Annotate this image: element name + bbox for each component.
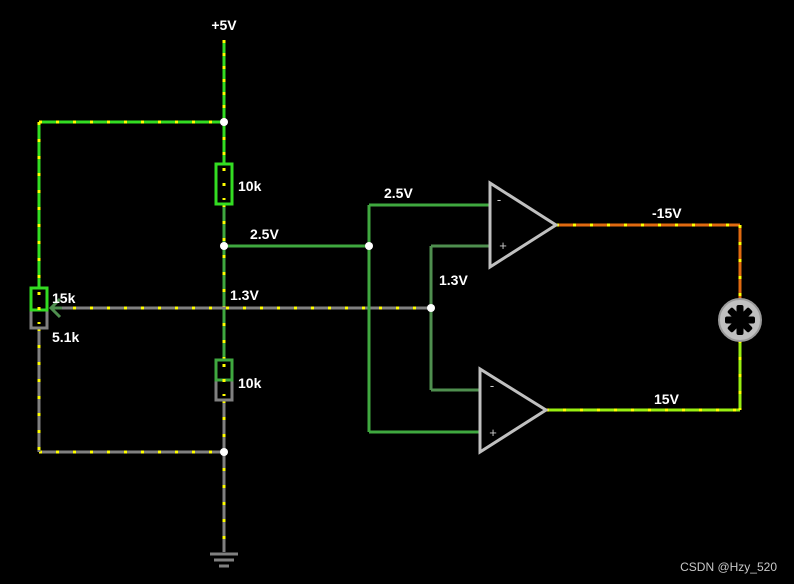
motor-icon[interactable] — [718, 298, 762, 342]
opamp1-output-voltage-label: -15V — [652, 205, 682, 221]
node-wiper-voltage-label: 1.3V — [230, 287, 259, 303]
opamp1-negative-input-voltage-label: 2.5V — [384, 185, 413, 201]
opamp2-output-voltage-label: 15V — [654, 391, 680, 407]
node-top — [220, 118, 228, 126]
opamp1-plus-pin-label: + — [499, 238, 507, 253]
opamp-2[interactable] — [478, 366, 549, 455]
wire-1v3-line — [429, 244, 490, 392]
resistor-bottom-label: 10k — [238, 375, 262, 391]
node-2v5-junction — [365, 242, 373, 250]
opamp2-minus-pin-label: - — [490, 378, 494, 393]
node-bottom — [220, 448, 228, 456]
node-mid-voltage-label: 2.5V — [250, 226, 279, 242]
potentiometer-wiper-arrow-icon[interactable] — [48, 297, 62, 319]
opamp1-minus-pin-label: - — [497, 192, 501, 207]
supply-label: +5V — [211, 17, 237, 33]
opamp2-plus-pin-label: + — [489, 425, 497, 440]
opamp-1[interactable] — [488, 180, 559, 270]
opamp1-positive-input-voltage-label: 1.3V — [439, 272, 468, 288]
resistor-top[interactable] — [214, 162, 234, 206]
potentiometer[interactable] — [29, 286, 49, 330]
potentiometer-wiper-label: 5.1k — [52, 329, 79, 345]
resistor-top-label: 10k — [238, 178, 262, 194]
resistor-bottom[interactable] — [214, 358, 234, 402]
wire-opamp2-output — [546, 340, 742, 412]
potentiometer-value-label: 15k — [52, 290, 76, 306]
ground-icon — [210, 552, 238, 568]
wire-opamp1-output — [556, 223, 742, 300]
node-mid — [220, 242, 228, 250]
watermark: CSDN @Hzy_520 — [680, 560, 777, 574]
node-1v3-junction — [427, 304, 435, 312]
